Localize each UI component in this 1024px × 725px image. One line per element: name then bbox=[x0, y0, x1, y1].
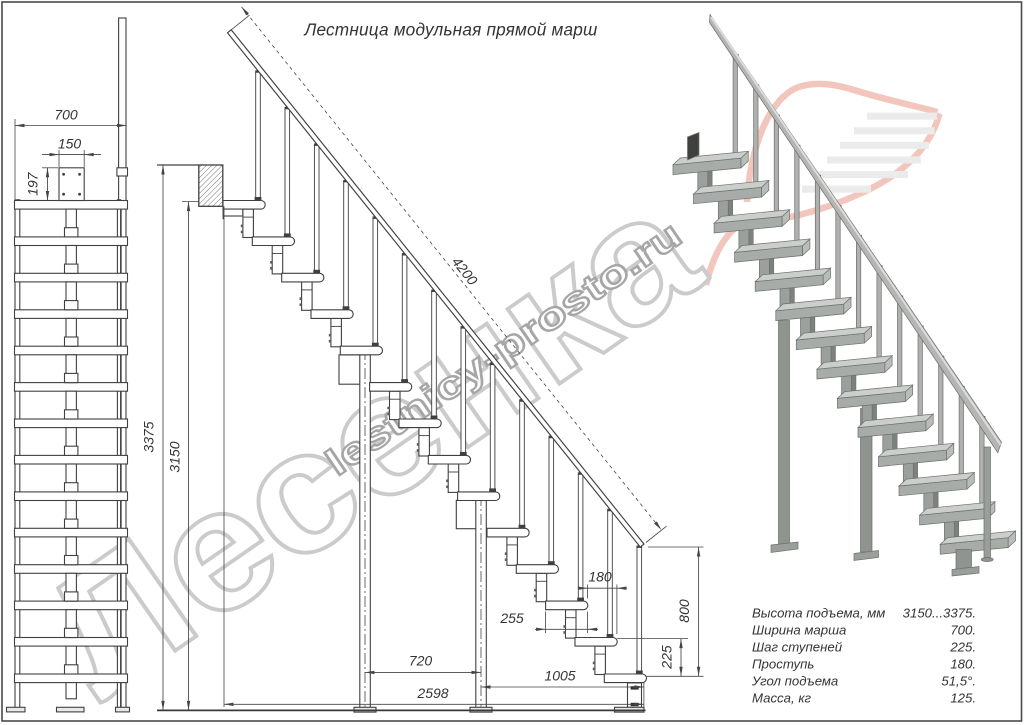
svg-text:700: 700 bbox=[54, 107, 78, 123]
svg-text:255: 255 bbox=[499, 610, 524, 626]
svg-text:180: 180 bbox=[588, 569, 612, 585]
svg-text:3150...3375.: 3150...3375. bbox=[903, 606, 976, 621]
svg-text:800: 800 bbox=[676, 599, 692, 623]
svg-text:Лестница модульная прямой марш: Лестница модульная прямой марш bbox=[303, 20, 597, 40]
svg-text:2598: 2598 bbox=[416, 685, 448, 701]
svg-text:Высота подъема, мм: Высота подъема, мм bbox=[752, 606, 885, 621]
svg-text:51,5°.: 51,5°. bbox=[941, 674, 976, 689]
svg-text:Проступь: Проступь bbox=[752, 657, 814, 672]
svg-text:225.: 225. bbox=[949, 640, 976, 655]
svg-text:125.: 125. bbox=[950, 691, 976, 706]
svg-text:225: 225 bbox=[659, 645, 675, 670]
svg-text:180.: 180. bbox=[950, 657, 976, 672]
svg-text:Ширина марша: Ширина марша bbox=[752, 623, 846, 638]
svg-text:700.: 700. bbox=[950, 623, 976, 638]
svg-text:3150: 3150 bbox=[167, 441, 183, 472]
svg-text:1005: 1005 bbox=[544, 668, 575, 684]
svg-text:3375: 3375 bbox=[141, 421, 157, 452]
svg-text:Шаг ступеней: Шаг ступеней bbox=[752, 640, 843, 655]
svg-text:720: 720 bbox=[409, 653, 433, 669]
svg-text:150: 150 bbox=[58, 136, 82, 152]
svg-text:Угол подъема: Угол подъема bbox=[751, 674, 838, 689]
svg-text:197: 197 bbox=[25, 171, 41, 196]
svg-text:Масса, кг: Масса, кг bbox=[752, 691, 812, 706]
